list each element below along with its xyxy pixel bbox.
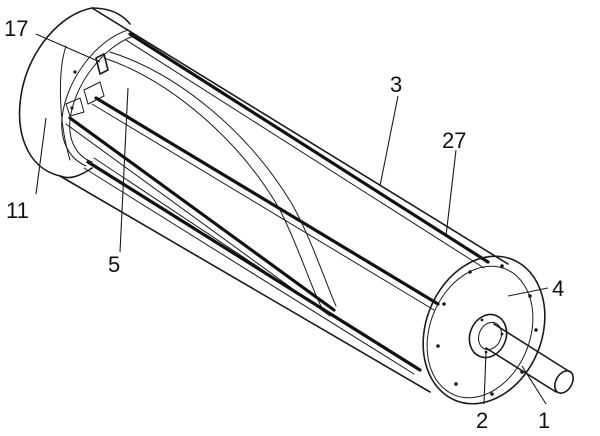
label-17: 17	[4, 16, 28, 41]
label-1: 1	[538, 408, 550, 433]
label-4: 4	[552, 276, 564, 301]
cylinder-shell	[59, 7, 509, 393]
label-3: 3	[390, 72, 402, 97]
drive-shaft	[485, 323, 574, 394]
mounting-bracket	[65, 53, 109, 117]
left-frame-ring	[61, 29, 135, 167]
label-11: 11	[6, 198, 29, 223]
label-5: 5	[108, 252, 120, 277]
longitudinal-bars	[65, 32, 490, 375]
label-27: 27	[442, 128, 466, 153]
label-2: 2	[476, 408, 488, 433]
shaft-flange	[468, 313, 508, 359]
spiral-blade	[103, 51, 337, 309]
leader-lines	[35, 33, 549, 405]
